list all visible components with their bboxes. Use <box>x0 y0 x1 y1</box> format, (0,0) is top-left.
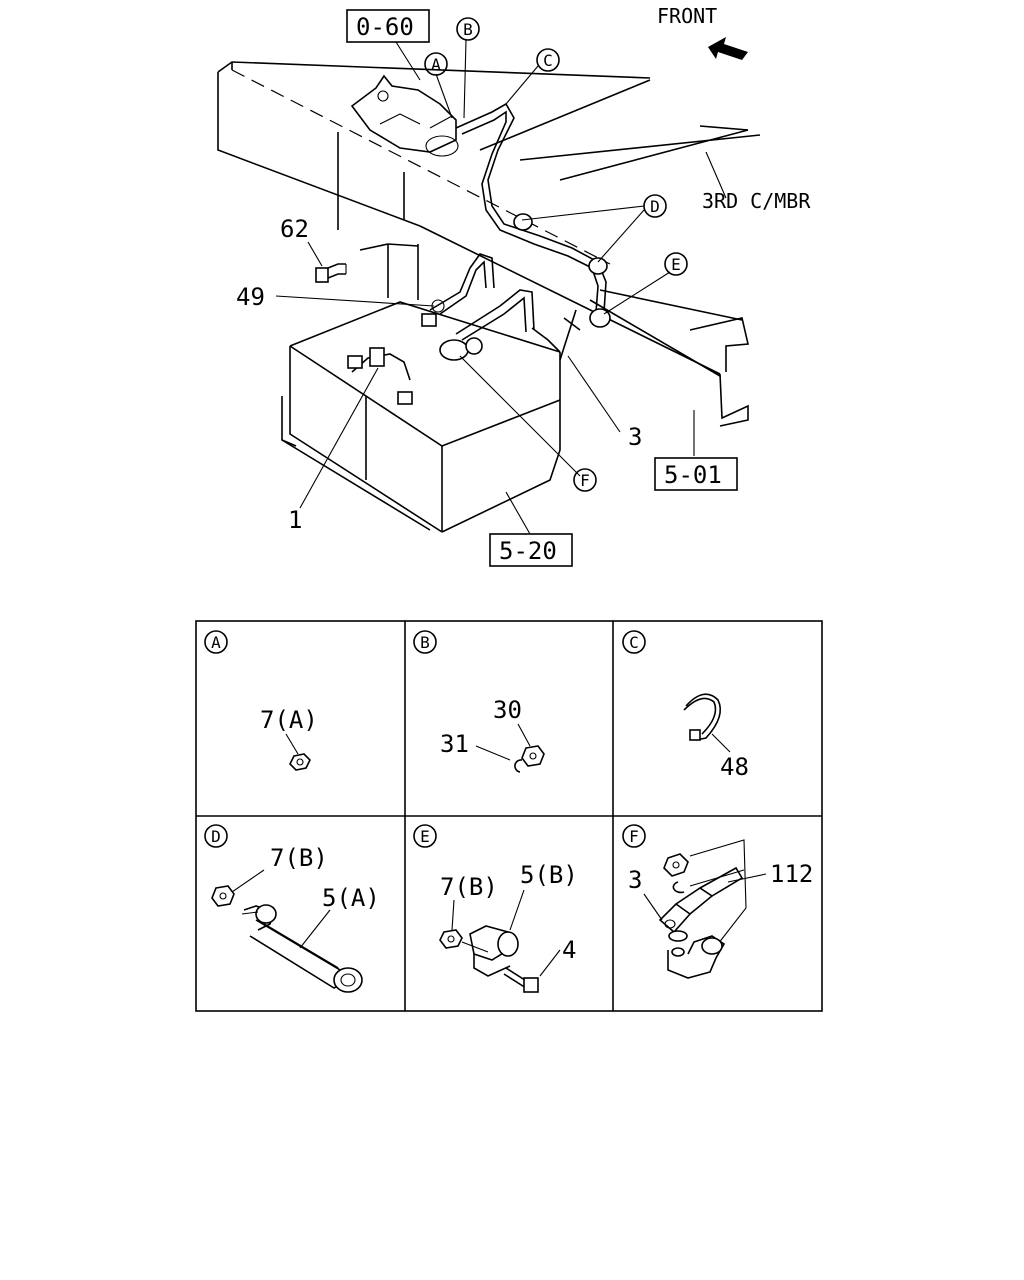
nut-icon <box>521 745 545 767</box>
battery-icon <box>281 243 581 533</box>
svg-text:D: D <box>650 197 660 216</box>
detail-f-letter: F <box>629 827 639 846</box>
front-arrow-icon <box>708 37 748 60</box>
part-number-1: 1 <box>288 506 302 534</box>
svg-text:5-01: 5-01 <box>664 461 722 489</box>
svg-text:F: F <box>580 471 590 490</box>
washer-icon <box>672 881 685 894</box>
washer-icon <box>514 759 523 773</box>
callout-e: E <box>664 252 688 276</box>
battery-cables <box>351 102 611 381</box>
part-number-49: 49 <box>236 283 265 311</box>
nut-icon <box>663 853 689 877</box>
detail-d-letter: D <box>211 827 221 846</box>
ref-box-5-01: 5-01 <box>654 457 738 491</box>
detail-d: D 7(B) 5(A) <box>204 824 380 993</box>
nut-icon <box>289 753 311 771</box>
svg-text:B: B <box>463 20 473 39</box>
bolt-icon <box>503 967 539 993</box>
detail-e-label-4: 4 <box>562 936 576 964</box>
nut-icon <box>211 885 235 907</box>
crossmember-label: 3RD C/MBR <box>702 189 811 213</box>
detail-e-label-5b: 5(B) <box>520 861 578 889</box>
callout-c: C <box>536 48 560 72</box>
ref-box-5-20: 5-20 <box>489 533 573 567</box>
svg-text:A: A <box>431 55 441 74</box>
clamp-icon <box>683 693 722 741</box>
detail-c-letter: C <box>629 633 639 652</box>
detail-c-label-48: 48 <box>720 753 749 781</box>
svg-text:5-20: 5-20 <box>499 537 557 565</box>
part-number-3: 3 <box>628 423 642 451</box>
callout-b: B <box>456 17 480 41</box>
detail-b-letter: B <box>420 633 430 652</box>
svg-text:C: C <box>543 51 553 70</box>
callout-f: F <box>573 468 597 492</box>
detail-d-label-5a: 5(A) <box>322 884 380 912</box>
front-label: FRONT <box>657 4 717 28</box>
bolt-icon <box>315 263 347 283</box>
nut-icon <box>439 929 463 949</box>
detail-e-label-7b: 7(B) <box>440 873 498 901</box>
detail-d-label-7b: 7(B) <box>270 844 328 872</box>
callout-d: D <box>643 194 667 218</box>
svg-text:E: E <box>671 255 681 274</box>
leader-lines <box>275 39 727 535</box>
detail-a: A 7(A) <box>204 630 318 771</box>
frame-rail-icon <box>217 61 761 427</box>
assembly-view: FRONT <box>217 4 811 567</box>
detail-c: C 48 <box>622 630 749 781</box>
bracket-icon <box>461 925 519 977</box>
bracket-icon <box>241 904 363 993</box>
starter-motor <box>350 74 459 157</box>
detail-b-label-30: 30 <box>493 696 522 724</box>
detail-b: B 30 31 <box>413 630 545 773</box>
detail-e-letter: E <box>420 827 430 846</box>
detail-f: F 3 112 <box>622 824 813 979</box>
callout-a: A <box>424 52 448 76</box>
detail-a-letter: A <box>211 633 221 652</box>
detail-b-label-31: 31 <box>440 730 469 758</box>
detail-f-label-3: 3 <box>628 866 642 894</box>
detail-grid: A 7(A) B 30 31 C <box>195 620 823 1012</box>
terminal-icon <box>658 866 744 979</box>
detail-f-label-112: 112 <box>770 860 813 888</box>
part-number-62: 62 <box>280 215 309 243</box>
detail-a-label-7a: 7(A) <box>260 706 318 734</box>
ref-box-0-60: 0-60 <box>346 9 430 43</box>
detail-e: E 7(B) 5(B) 4 <box>413 824 578 993</box>
svg-text:0-60: 0-60 <box>356 13 414 41</box>
